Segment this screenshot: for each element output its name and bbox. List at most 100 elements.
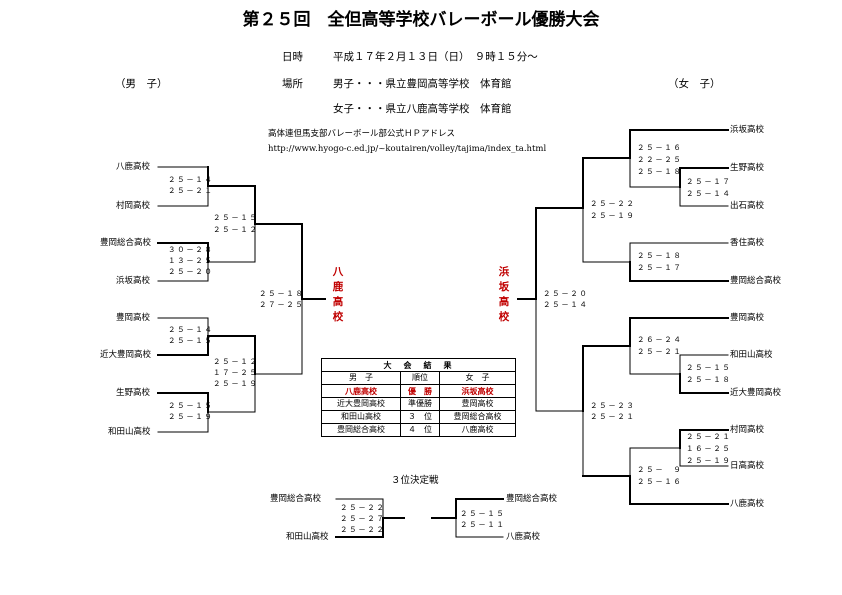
results-col-female: 女 子 bbox=[439, 371, 516, 385]
results-col-male: 男 子 bbox=[321, 371, 401, 385]
female-champion-char: 浜 bbox=[498, 266, 510, 278]
third-place-title: ３位決定戦 bbox=[391, 475, 439, 486]
female-team-8: 近大豊岡高校 bbox=[730, 388, 782, 398]
results-male: 豊岡総合高校 bbox=[321, 423, 401, 437]
results-rank: 準優勝 bbox=[400, 397, 440, 411]
female-score: ２５－２３ bbox=[590, 401, 636, 410]
female-team-4: 香住高校 bbox=[730, 238, 765, 248]
female-team-7: 和田山高校 bbox=[730, 350, 773, 360]
results-male: 八鹿高校 bbox=[321, 384, 401, 398]
female-team-9: 村岡高校 bbox=[730, 425, 765, 435]
place-female: 女子・・・県立八鹿高等学校 体育館 bbox=[333, 103, 512, 115]
female-score: ２５－１９ bbox=[686, 456, 732, 465]
male-r2-m2-s1: ２５－１２ bbox=[213, 357, 259, 366]
male-r1-m2-s3: ２５－２０ bbox=[168, 267, 214, 276]
female-team-11: 八鹿高校 bbox=[730, 499, 765, 509]
female-team-5: 豊岡総合高校 bbox=[730, 276, 782, 286]
male-final-s2: ２７－２５ bbox=[259, 300, 305, 309]
third-male-score: ２５－２２ bbox=[340, 503, 386, 512]
male-champion-char: 鹿 bbox=[332, 281, 344, 293]
male-champion-char: 八 bbox=[332, 266, 344, 278]
results-male: 和田山高校 bbox=[321, 410, 401, 424]
male-r2-m1-s1: ２５－１５ bbox=[213, 213, 259, 222]
female-score: ２５－１４ bbox=[543, 300, 589, 309]
male-champion: 八 鹿 高 校 bbox=[331, 265, 345, 325]
results-female: 豊岡高校 bbox=[439, 397, 516, 411]
female-score: ２５－１９ bbox=[590, 211, 636, 220]
male-label: （男 子） bbox=[115, 78, 168, 90]
male-r2-m1-s2: ２５－１２ bbox=[213, 225, 259, 234]
results-male: 近大豊岡高校 bbox=[321, 397, 401, 411]
male-r1-m1-s1: ２５－１４ bbox=[168, 175, 214, 184]
third-female-score: ２５－１５ bbox=[460, 509, 506, 518]
male-r2-m2-s3: ２５－１９ bbox=[213, 379, 259, 388]
results-row: 豊岡総合高校 ４ 位 八鹿高校 bbox=[321, 423, 516, 437]
male-team-6: 近大豊岡高校 bbox=[100, 350, 152, 360]
female-score: ２５－ ９ bbox=[637, 465, 683, 474]
site-note: 高体連但馬支部バレーボール部公式ＨＰアドレス bbox=[268, 129, 456, 139]
place-label: 場所 bbox=[282, 78, 303, 90]
female-score: ２５－１４ bbox=[686, 189, 732, 198]
female-score: １６－２５ bbox=[686, 444, 732, 453]
female-score: ２５－２１ bbox=[637, 347, 683, 356]
male-team-5: 豊岡高校 bbox=[116, 313, 151, 323]
female-champion: 浜 坂 高 校 bbox=[497, 265, 511, 325]
results-female: 八鹿高校 bbox=[439, 423, 516, 437]
female-champion-char: 坂 bbox=[498, 281, 510, 293]
male-team-2: 村岡高校 bbox=[116, 201, 151, 211]
page-title: 第２５回 全但高等学校バレーボール優勝大会 bbox=[242, 10, 600, 30]
third-female-team-2: 八鹿高校 bbox=[506, 532, 541, 542]
male-r1-m1-s2: ２５－２１ bbox=[168, 186, 214, 195]
site-url[interactable]: http://www.hyogo-c.ed.jp/~koutairen/voll… bbox=[268, 144, 547, 154]
male-r1-m3-s2: ２５－１５ bbox=[168, 336, 214, 345]
female-score: ２６－２４ bbox=[637, 335, 683, 344]
female-score: ２５－１５ bbox=[686, 363, 732, 372]
male-r1-m2-s2: １３－２５ bbox=[168, 256, 214, 265]
male-team-7: 生野高校 bbox=[116, 388, 151, 398]
results-title: 大 会 結 果 bbox=[321, 358, 516, 372]
female-team-10: 日高高校 bbox=[730, 461, 765, 471]
female-score: ２５－１６ bbox=[637, 143, 683, 152]
female-score: ２５－１８ bbox=[686, 375, 732, 384]
male-r1-m4-s2: ２５－１９ bbox=[168, 412, 214, 421]
female-team-1: 浜坂高校 bbox=[730, 125, 765, 135]
male-team-4: 浜坂高校 bbox=[116, 276, 151, 286]
male-final-s1: ２５－１８ bbox=[259, 289, 305, 298]
male-r2-m2-s2: １７－２５ bbox=[213, 368, 259, 377]
third-male-team-2: 和田山高校 bbox=[286, 532, 329, 542]
date-label: 日時 bbox=[282, 51, 303, 63]
female-score: ２５－１７ bbox=[686, 177, 732, 186]
female-score: ２５－２１ bbox=[686, 432, 732, 441]
male-r1-m2-s1: ３０－２８ bbox=[168, 245, 214, 254]
results-female: 豊岡総合高校 bbox=[439, 410, 516, 424]
female-team-2: 生野高校 bbox=[730, 163, 765, 173]
third-male-score: ２５－２７ bbox=[340, 514, 386, 523]
female-score: ２５－２２ bbox=[590, 199, 636, 208]
female-score: ２５－１８ bbox=[637, 167, 683, 176]
male-team-1: 八鹿高校 bbox=[116, 162, 151, 172]
results-female: 浜坂高校 bbox=[439, 384, 516, 398]
female-champion-char: 校 bbox=[498, 311, 510, 323]
results-row: 八鹿高校 優 勝 浜坂高校 bbox=[321, 384, 516, 398]
third-female-team-1: 豊岡総合高校 bbox=[506, 494, 558, 504]
male-champion-char: 高 bbox=[332, 296, 344, 308]
results-rank: ３ 位 bbox=[400, 410, 440, 424]
third-male-score: ２５－２２ bbox=[340, 525, 386, 534]
male-r1-m4-s1: ２５－１５ bbox=[168, 401, 214, 410]
results-row: 近大豊岡高校 準優勝 豊岡高校 bbox=[321, 397, 516, 411]
male-team-8: 和田山高校 bbox=[108, 427, 151, 437]
results-rank: 優 勝 bbox=[400, 384, 440, 398]
female-score: ２５－２０ bbox=[543, 289, 589, 298]
female-score: ２５－２１ bbox=[590, 412, 636, 421]
results-rank: ４ 位 bbox=[400, 423, 440, 437]
male-r1-m3-s1: ２５－１４ bbox=[168, 325, 214, 334]
male-team-3: 豊岡総合高校 bbox=[100, 238, 152, 248]
female-score: ２５－１６ bbox=[637, 477, 683, 486]
female-team-3: 出石高校 bbox=[730, 201, 765, 211]
female-score: ２５－１７ bbox=[637, 263, 683, 272]
female-label: （女 子） bbox=[668, 78, 721, 90]
female-champion-char: 高 bbox=[498, 296, 510, 308]
place-male: 男子・・・県立豊岡高等学校 体育館 bbox=[333, 78, 512, 90]
third-female-score: ２５－１１ bbox=[460, 520, 506, 529]
